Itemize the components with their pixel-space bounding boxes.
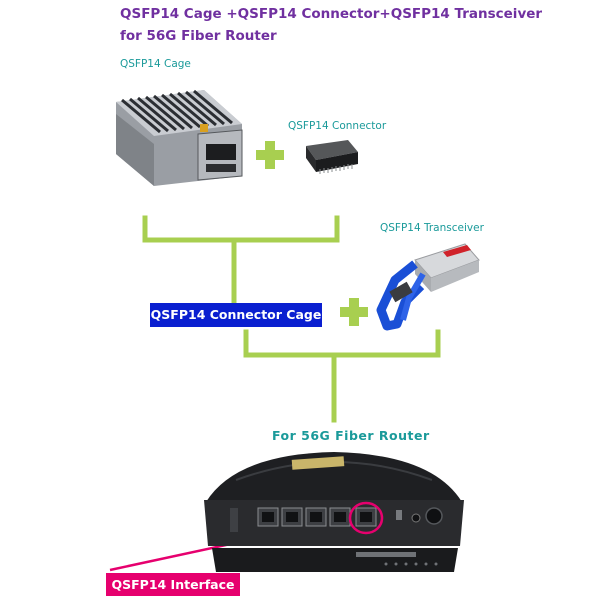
page-title: QSFP14 Cage +QSFP14 Connector+QSFP14 Tra… [120, 6, 543, 22]
qsfp14-cage-image [116, 89, 243, 186]
page-subtitle: for 56G Fiber Router [120, 28, 277, 44]
connector-cage-label: QSFP14 Connector Cage [150, 303, 322, 327]
qsfp14-connector-image [306, 140, 358, 174]
fiber-router-image [204, 452, 464, 572]
cage-label: QSFP14 Cage [120, 58, 191, 70]
connector-label: QSFP14 Connector [288, 120, 387, 132]
qsfp14-transceiver-image [376, 243, 480, 331]
transceiver-label: QSFP14 Transceiver [380, 222, 484, 234]
plus-icon [256, 141, 284, 169]
router-label: For 56G Fiber Router [272, 428, 430, 443]
interface-label: QSFP14 Interface [106, 573, 240, 596]
plus-icon [340, 298, 368, 326]
